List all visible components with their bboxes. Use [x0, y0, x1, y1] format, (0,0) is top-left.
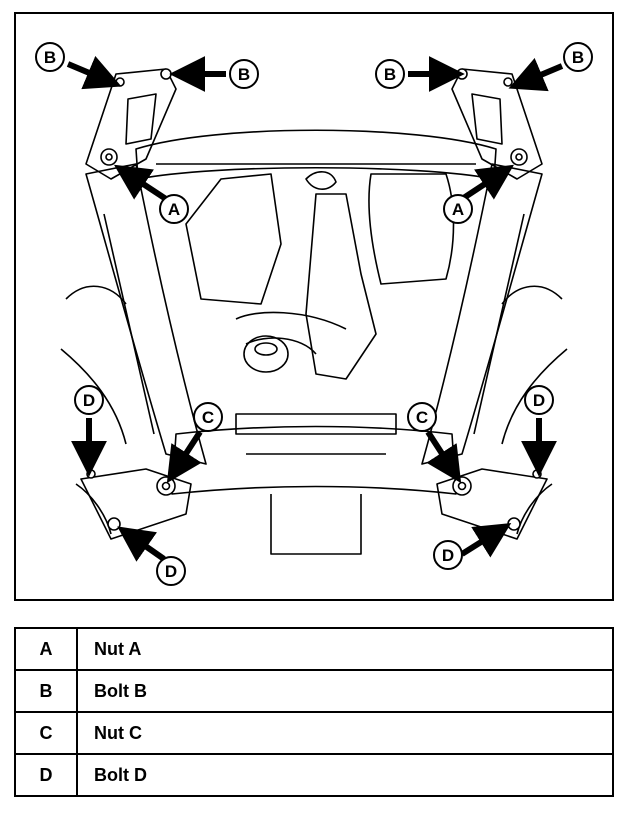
svg-text:D: D	[165, 562, 177, 581]
callout-d-upper-right: D	[524, 385, 554, 415]
legend-key: A	[14, 627, 78, 671]
callout-a-left: A	[159, 194, 189, 224]
svg-text:B: B	[44, 48, 56, 67]
legend-label: Nut C	[76, 711, 614, 755]
svg-text:B: B	[238, 65, 250, 84]
subframe-drawing: B B B B A A D D C C D D	[35, 42, 593, 586]
svg-text:D: D	[83, 391, 95, 410]
callout-labels: B B B B A A D D C C D D	[35, 42, 593, 586]
svg-text:B: B	[384, 65, 396, 84]
callout-c-left: C	[193, 402, 223, 432]
svg-text:D: D	[442, 546, 454, 565]
callout-d-upper-left: D	[74, 385, 104, 415]
legend-row: B Bolt B	[14, 669, 614, 713]
legend-row: C Nut C	[14, 711, 614, 755]
legend-row: A Nut A	[14, 627, 614, 671]
svg-text:A: A	[452, 200, 464, 219]
legend-label: Nut A	[76, 627, 614, 671]
subframe-outline	[60, 68, 568, 555]
svg-text:C: C	[416, 408, 428, 427]
legend-key: C	[14, 711, 78, 755]
legend-key: B	[14, 669, 78, 713]
svg-text:D: D	[533, 391, 545, 410]
callout-b-top-right: B	[375, 59, 405, 89]
callout-b-top-right-2: B	[563, 42, 593, 72]
callout-b-top-left: B	[35, 42, 65, 72]
svg-text:B: B	[572, 48, 584, 67]
callout-a-right: A	[443, 194, 473, 224]
callout-b-top-left-2: B	[229, 59, 259, 89]
legend-key: D	[14, 753, 78, 797]
callout-c-right: C	[407, 402, 437, 432]
subframe-diagram: B B B B A A D D C C D D	[14, 12, 614, 601]
svg-text:A: A	[168, 200, 180, 219]
legend-label: Bolt D	[76, 753, 614, 797]
callout-d-lower-right: D	[433, 540, 463, 570]
legend-label: Bolt B	[76, 669, 614, 713]
callout-d-lower-left: D	[156, 556, 186, 586]
svg-text:C: C	[202, 408, 214, 427]
legend-table: A Nut A B Bolt B C Nut C D Bolt D	[14, 627, 614, 797]
callout-arrows	[66, 55, 564, 562]
legend-row: D Bolt D	[14, 753, 614, 797]
